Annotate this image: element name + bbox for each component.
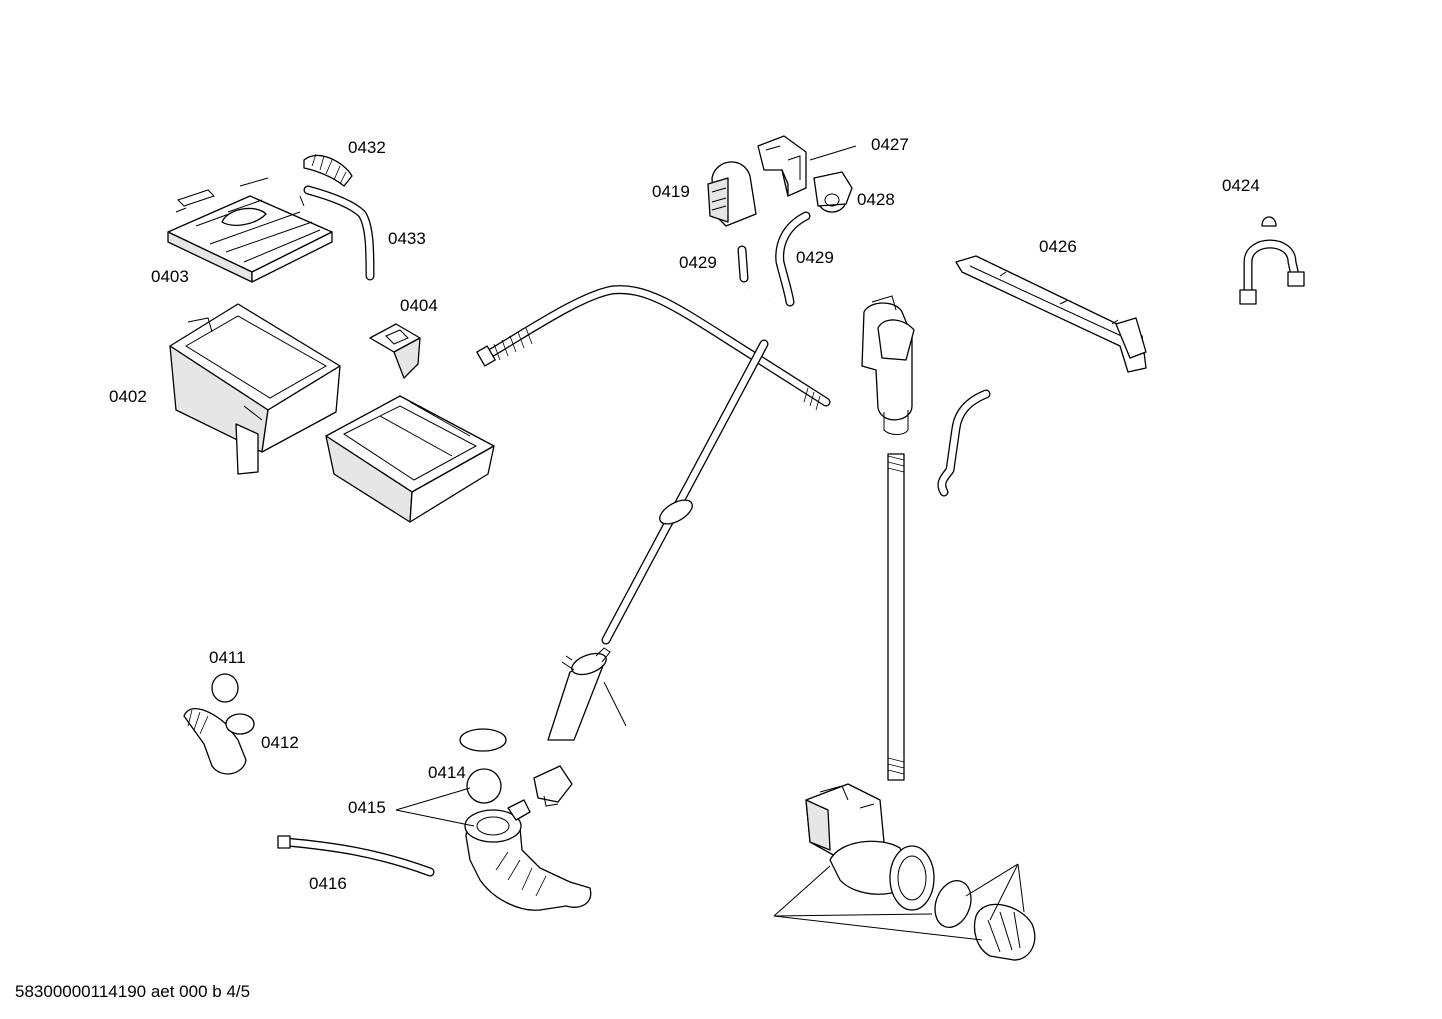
label-0402: 0402 bbox=[109, 387, 147, 406]
part-0419-drawing bbox=[707, 161, 757, 227]
detergent-drawer-drawing bbox=[325, 395, 495, 523]
label-0403: 0403 bbox=[151, 267, 189, 286]
part-0414-drawing bbox=[466, 768, 502, 804]
drain-pump-drawing bbox=[805, 783, 935, 911]
vertical-hose-drawing bbox=[887, 453, 905, 781]
label-0411: 0411 bbox=[209, 648, 246, 667]
bent-hose-drawing bbox=[937, 389, 991, 497]
part-0429-hose-a-drawing bbox=[737, 245, 749, 283]
label-0412: 0412 bbox=[261, 733, 299, 752]
label-0415: 0415 bbox=[348, 798, 386, 817]
part-0428-drawing bbox=[813, 171, 853, 213]
label-0427: 0427 bbox=[871, 135, 909, 154]
part-0424-drawing bbox=[1239, 216, 1305, 305]
clip-part-drawing bbox=[533, 765, 573, 807]
label-0426: 0426 bbox=[1039, 237, 1077, 256]
label-0429-b: 0429 bbox=[796, 248, 834, 267]
label-0419: 0419 bbox=[652, 182, 690, 201]
label-0433: 0433 bbox=[388, 229, 426, 248]
gasket-ring-drawing bbox=[459, 728, 507, 752]
leader-lines bbox=[395, 145, 1025, 941]
label-0424: 0424 bbox=[1222, 176, 1260, 195]
label-0429-a: 0429 bbox=[679, 253, 717, 272]
part-0403-drawing bbox=[167, 177, 333, 283]
cylinder-filter-drawing bbox=[547, 647, 611, 741]
sump-housing-drawing bbox=[861, 295, 915, 435]
label-0404: 0404 bbox=[400, 296, 438, 315]
label-0416: 0416 bbox=[309, 874, 347, 893]
pump-filter-drawing bbox=[973, 903, 1036, 961]
long-hose-drawing bbox=[476, 285, 831, 411]
part-0433-drawing bbox=[303, 185, 375, 281]
pump-seal-ring-drawing bbox=[934, 880, 972, 928]
part-0411-drawing bbox=[211, 673, 239, 703]
label-0432: 0432 bbox=[348, 138, 386, 157]
part-0427-drawing bbox=[757, 135, 807, 197]
part-0432-drawing bbox=[303, 153, 353, 187]
label-0414: 0414 bbox=[428, 763, 466, 782]
part-0404-drawing bbox=[369, 323, 421, 379]
part-0402-drawing bbox=[169, 303, 341, 475]
level-tube-drawing bbox=[601, 339, 769, 727]
part-0412-drawing bbox=[183, 708, 255, 775]
part-0429-hose-b-drawing bbox=[775, 211, 811, 307]
part-0426-drawing bbox=[955, 255, 1147, 373]
y-connector-drawing bbox=[747, 289, 775, 328]
part-0416-drawing bbox=[277, 835, 435, 877]
label-0428: 0428 bbox=[857, 190, 895, 209]
drawing-reference-footer: 58300000114190 aet 000 b 4/5 bbox=[15, 982, 250, 1001]
part-0415-drawing bbox=[464, 799, 592, 911]
